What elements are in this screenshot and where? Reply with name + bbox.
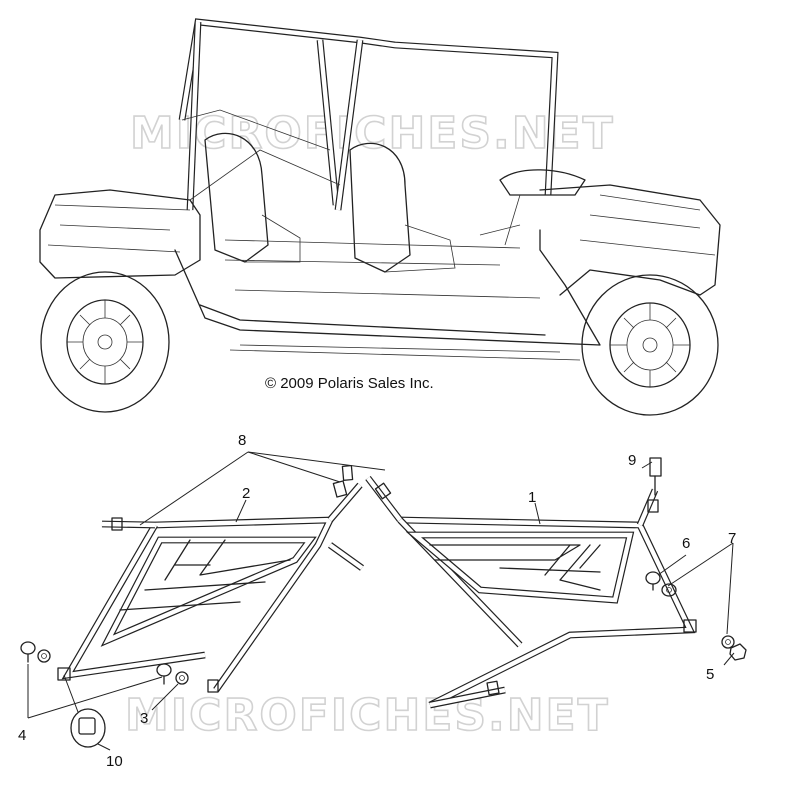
rear-wheel — [40, 271, 170, 413]
callout-leaders — [27, 451, 735, 751]
hardware-right — [645, 457, 747, 661]
copyright-text: © 2009 Polaris Sales Inc. — [265, 375, 434, 392]
hardware-left — [20, 641, 189, 748]
callout-10: 10 — [106, 753, 123, 770]
front-wheel — [581, 274, 719, 416]
vehicle-body — [39, 184, 721, 361]
callout-6: 6 — [682, 535, 690, 552]
callout-7: 7 — [728, 530, 736, 547]
callout-1: 1 — [528, 489, 536, 506]
door-frame-left — [57, 464, 364, 693]
door-frame-right — [365, 475, 697, 709]
callout-4: 4 — [18, 727, 26, 744]
callout-8: 8 — [238, 432, 246, 449]
roll-cage — [178, 18, 559, 211]
callout-5: 5 — [706, 666, 714, 683]
callout-labels: 8 2 1 9 6 7 5 3 4 10 — [18, 432, 736, 770]
watermark-top: MICROFICHES.NET — [130, 108, 615, 159]
callout-3: 3 — [140, 710, 148, 727]
callout-9: 9 — [628, 452, 636, 469]
callout-2: 2 — [242, 485, 250, 502]
vehicle-illustration: © 2009 Polaris Sales Inc. — [39, 18, 721, 416]
watermark-bottom: MICROFICHES.NET — [125, 690, 610, 741]
